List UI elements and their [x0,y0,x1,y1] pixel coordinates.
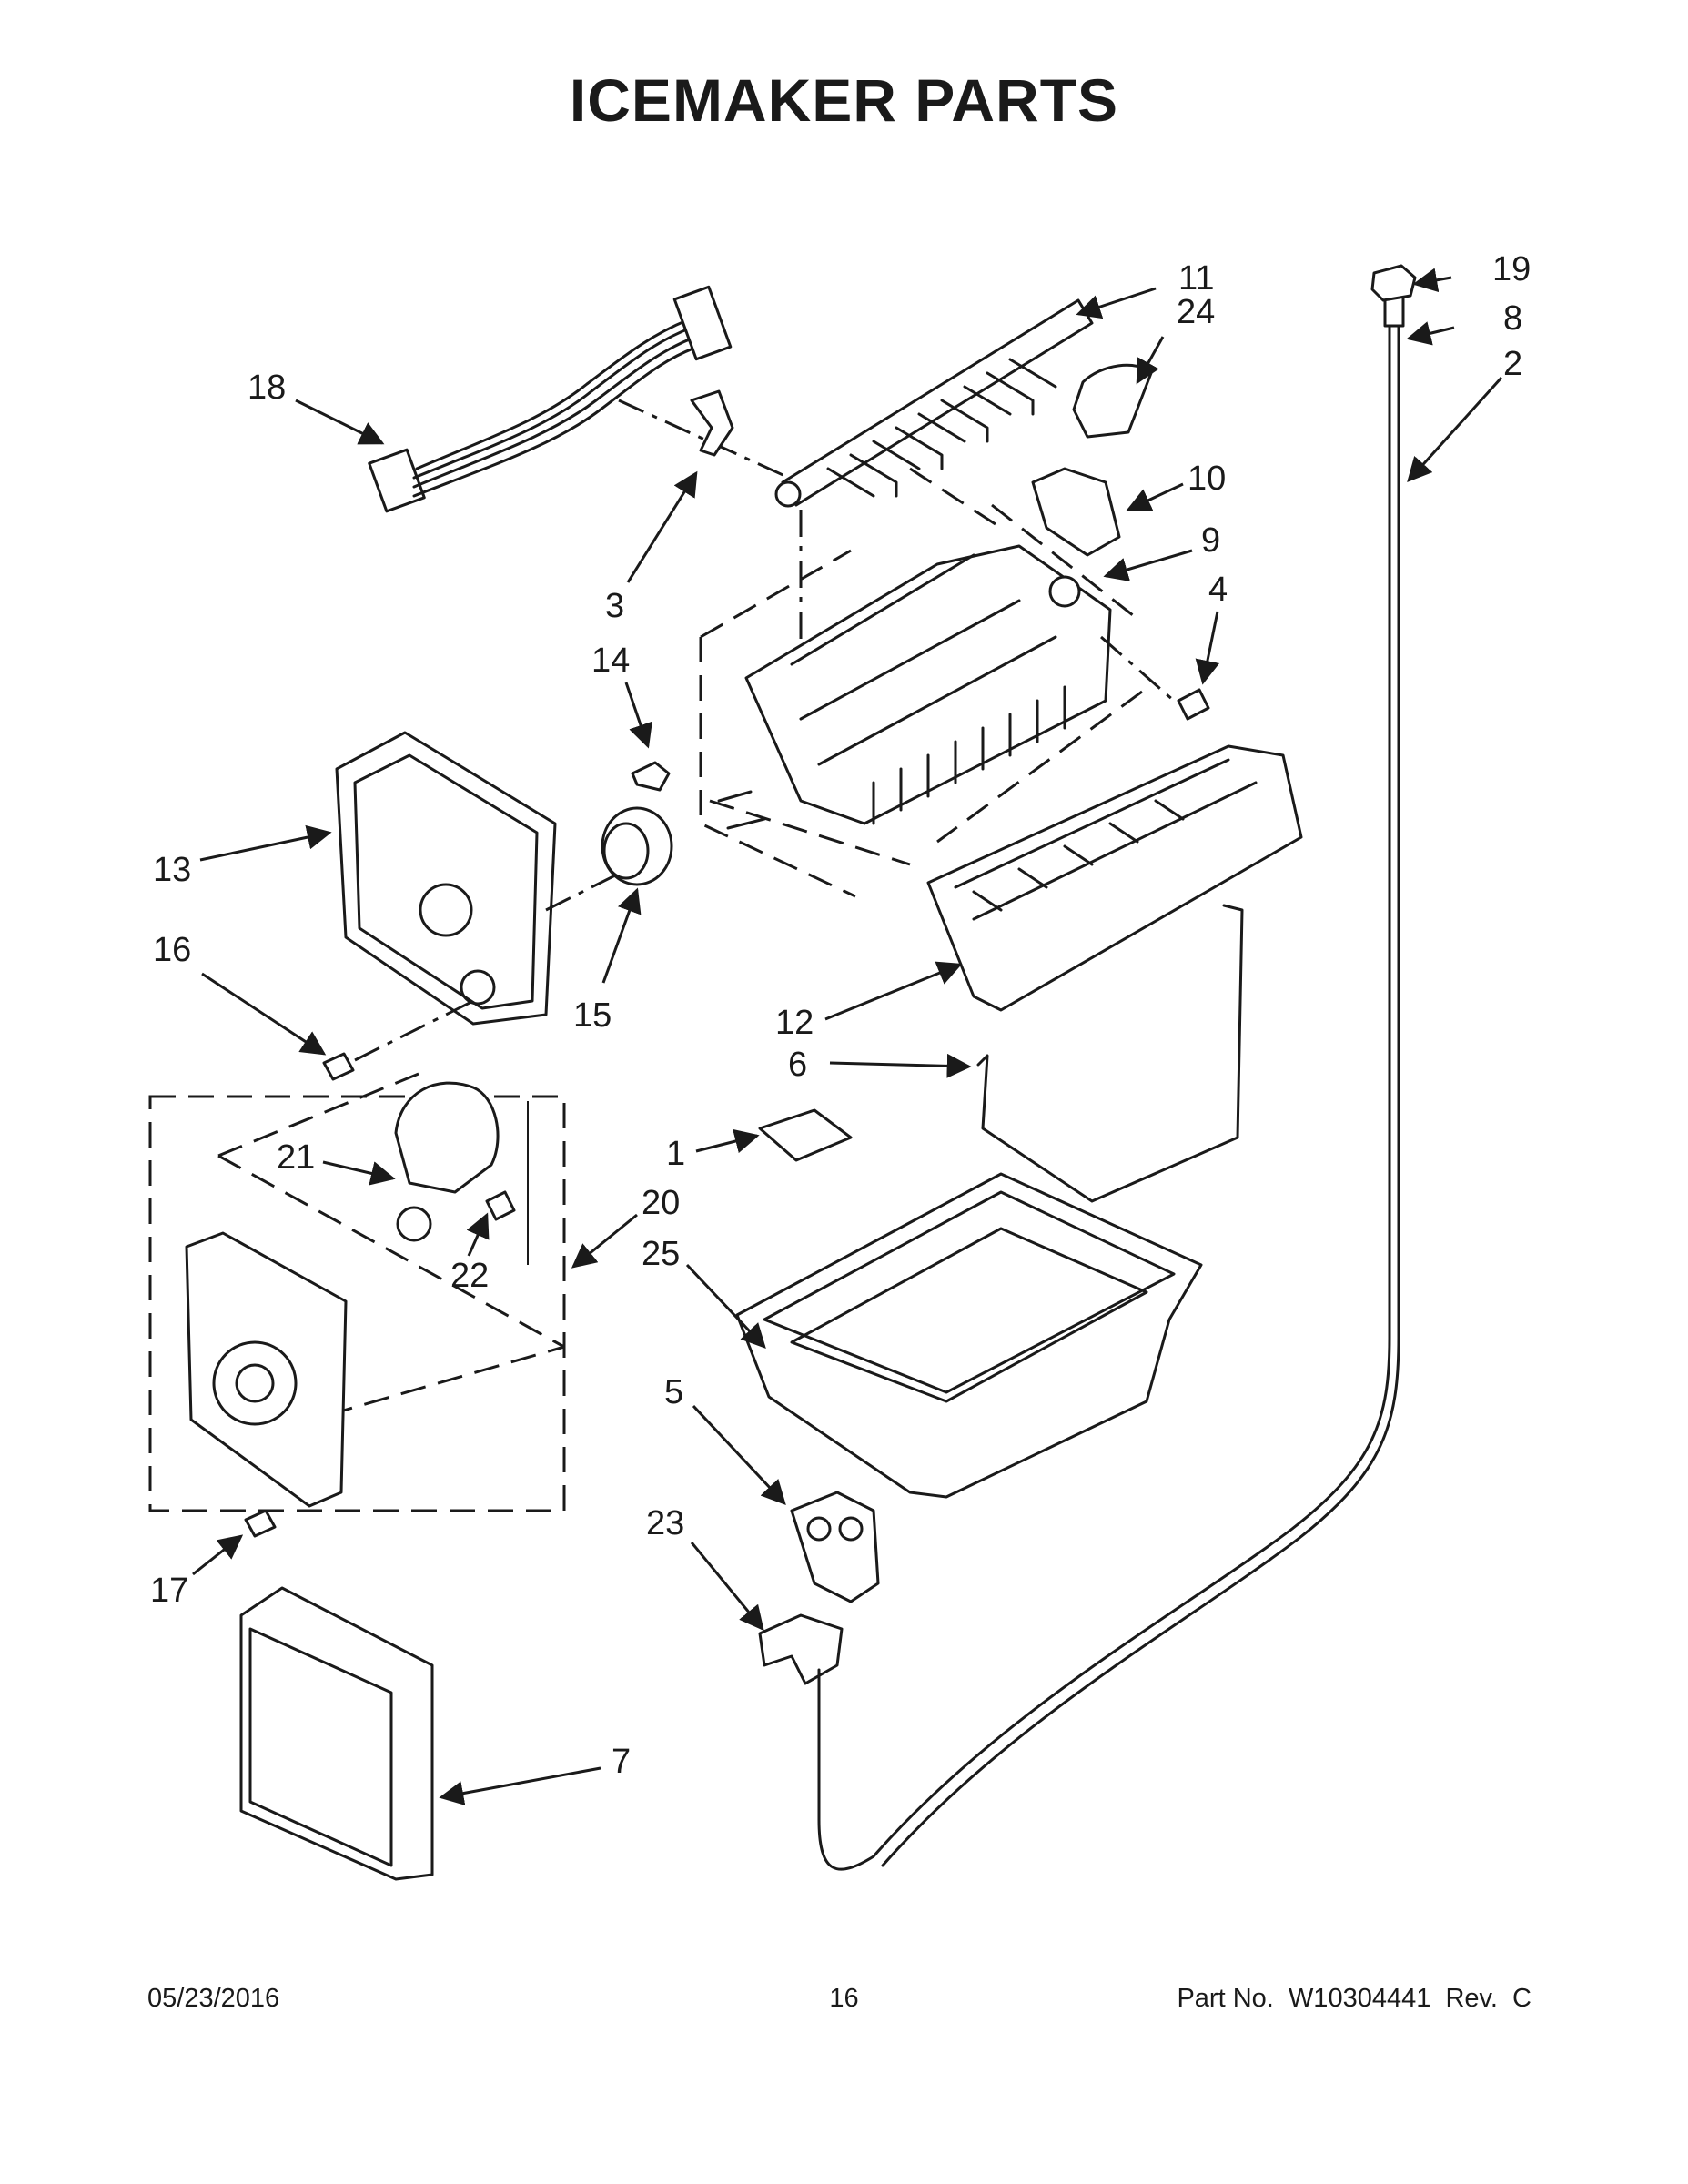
callout-17: 17 [150,1572,188,1610]
valve-bracket-part-23 [758,1613,844,1685]
callout-21: 21 [277,1138,315,1177]
bracket-part-1 [758,1108,853,1162]
callout-20: 20 [642,1184,680,1222]
callout-4: 4 [1208,571,1228,609]
screw-part-17 [244,1509,277,1538]
thermostat-part-15 [601,806,673,886]
callout-12: 12 [775,1004,814,1042]
screw-part-4 [1177,688,1210,721]
callout-labels: 11 24 19 8 2 18 10 9 4 3 14 13 16 15 12 … [150,250,1531,1781]
motor-plate [185,1231,348,1508]
callout-arrows [192,268,1503,1805]
callout-23: 23 [646,1504,684,1542]
footer-date: 05/23/2016 [147,1984,280,2013]
shutoff-arm-part-6 [976,904,1244,1203]
water-tube-part-2 [817,308,1391,1871]
callout-24: 24 [1177,293,1215,331]
water-valve-part-5 [790,1491,880,1603]
ice-bin-part-25 [735,1172,1203,1499]
footer-part-number: Part No. W10304441 Rev. C [1177,1984,1531,2013]
thermostat-clip-part-14 [631,761,671,792]
callout-15: 15 [573,996,612,1035]
housing-part-13 [335,731,557,1026]
callout-7: 7 [612,1743,631,1781]
callout-5: 5 [664,1373,683,1411]
ice-mold-part-9 [717,544,1112,830]
fill-cup-part-12 [926,744,1303,1012]
motor-part-21 [394,1081,500,1242]
bracket-part-10 [1031,467,1121,557]
screw-part-16 [322,1052,355,1081]
callout-16: 16 [153,931,191,969]
callout-6: 6 [788,1046,807,1084]
callout-25: 25 [642,1235,680,1273]
clip-part-3 [690,389,734,457]
nut-part-19 [1370,264,1417,302]
footer-page-number: 16 [829,1984,859,2013]
screw-part-22 [485,1190,516,1221]
wire-harness-part-18 [368,285,733,513]
cam-part-24 [1072,363,1153,439]
kit-box-part-20 [148,1095,566,1512]
callout-3: 3 [605,587,624,625]
cover-part-7 [239,1586,434,1881]
callout-18: 18 [248,369,286,407]
callout-11: 11 [1178,259,1214,298]
callout-1: 1 [666,1135,685,1173]
callout-10: 10 [1188,460,1226,498]
callout-13: 13 [153,851,191,889]
callout-2: 2 [1503,345,1522,383]
callout-8: 8 [1503,299,1522,338]
callout-14: 14 [591,642,630,680]
page-title: ICEMAKER PARTS [569,66,1119,134]
callout-19: 19 [1492,250,1531,288]
callout-9: 9 [1201,521,1220,560]
ejector-part-11 [774,298,1094,508]
callout-22: 22 [450,1257,489,1295]
